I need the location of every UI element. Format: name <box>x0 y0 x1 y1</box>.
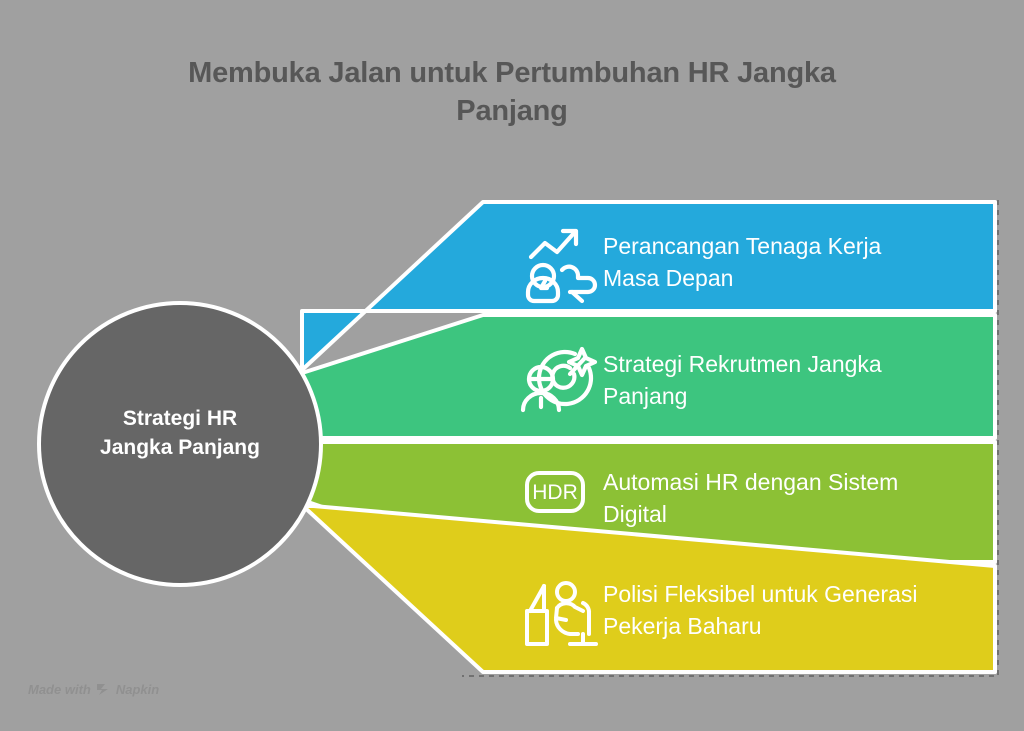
hdr-badge-text: HDR <box>532 481 578 504</box>
band-shape-4[interactable] <box>300 503 997 674</box>
page-title: Membuka Jalan untuk Pertumbuhan HR Jangk… <box>188 57 836 127</box>
dashed-frame <box>462 200 999 677</box>
person-target-star-icon <box>520 346 598 413</box>
napkin-logo-icon <box>96 684 108 695</box>
hdr-badge-icon: HDR <box>525 471 585 513</box>
band-shape-2-fill[interactable] <box>300 313 997 440</box>
person-at-desk-icon <box>525 581 598 646</box>
band-label-2: Strategi Rekrutmen Jangka Panjang <box>603 351 882 409</box>
band-shape-1[interactable] <box>300 200 997 372</box>
band-label-1: Perancangan Tenaga Kerja Masa Depan <box>603 233 882 291</box>
band-label-4: Polisi Fleksibel untuk Generasi Pekerja … <box>603 581 918 639</box>
watermark-made-with-text: Made with <box>28 682 91 697</box>
band-label-3: Automasi HR dengan Sistem Digital <box>603 469 899 527</box>
people-growth-arrow-icon <box>525 228 598 304</box>
watermark-brand-text: Napkin <box>115 682 160 697</box>
napkin-watermark: Made with Napkin <box>28 682 159 697</box>
hub-circle[interactable] <box>37 301 323 587</box>
